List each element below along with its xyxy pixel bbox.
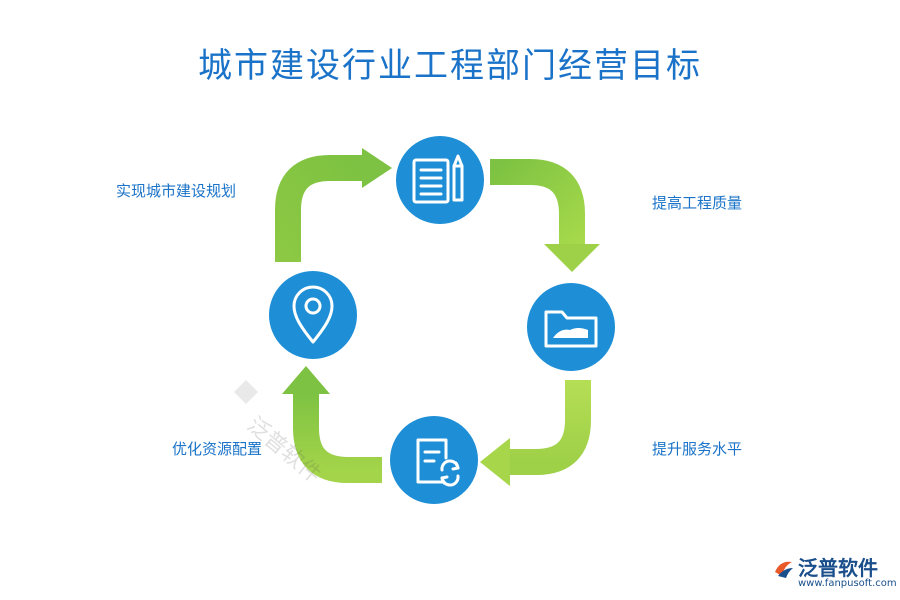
document-pencil-icon — [412, 154, 464, 204]
step-label-plan: 实现城市建设规划 — [116, 182, 237, 200]
watermark-text: 泛普软件 — [242, 412, 326, 489]
arrow-left-to-top — [275, 148, 392, 262]
watermark-logo-icon — [234, 380, 258, 404]
brand-logo-block: 泛普软件 www.fanpusoft.com — [772, 552, 897, 594]
step-label-service: 提升服务水平 — [652, 440, 743, 458]
step-circle-bottom — [390, 416, 478, 504]
step-label-resources: 优化资源配置 — [172, 440, 263, 458]
step-circle-left — [269, 271, 357, 359]
arrow-right-to-bottom — [480, 380, 591, 486]
watermark: 泛普软件 — [226, 372, 366, 488]
folder-icon — [544, 310, 598, 348]
page-title: 城市建设行业工程部门经营目标 — [198, 46, 702, 86]
document-refresh-icon — [416, 438, 460, 487]
location-pin-icon — [292, 285, 334, 344]
step-label-quality: 提高工程质量 — [652, 194, 743, 212]
step-circle-right — [527, 283, 615, 371]
step-circle-top — [396, 136, 484, 224]
brand-url: www.fanpusoft.com — [798, 578, 897, 589]
brand-name: 泛普软件 — [798, 556, 878, 580]
brand-logo-icon — [775, 561, 793, 578]
arrow-top-to-right — [490, 159, 600, 272]
arrow-bottom-to-left — [282, 366, 382, 483]
